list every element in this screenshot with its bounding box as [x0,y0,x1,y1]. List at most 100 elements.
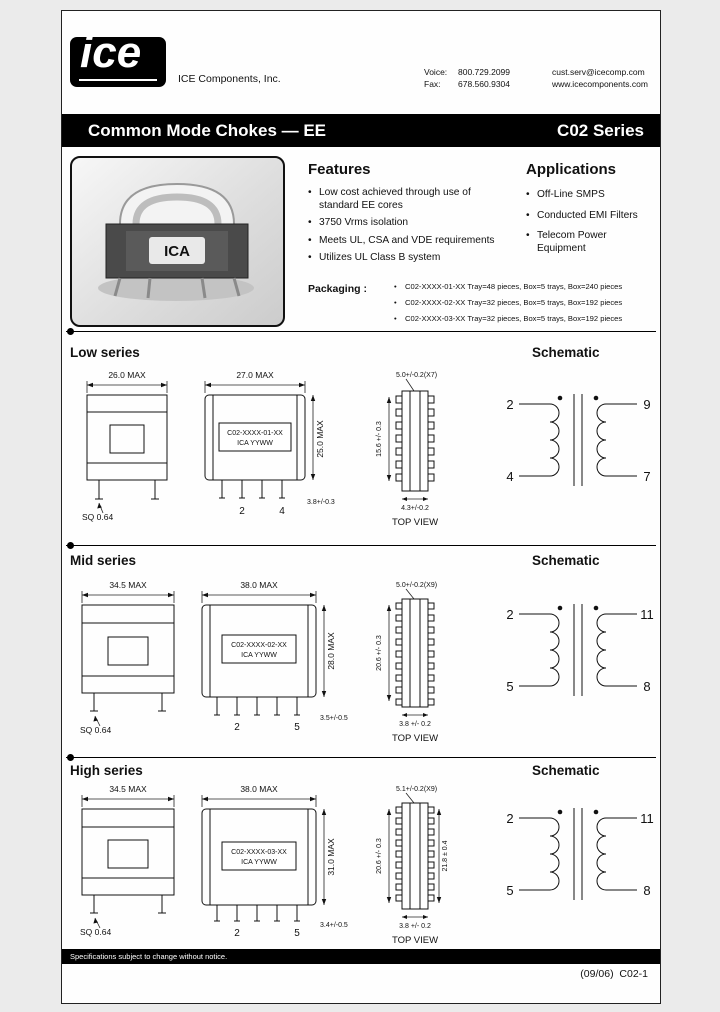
fax-number: 678.560.9304 [458,79,510,89]
top-view-drawing: 5.1+/-0.2(X9) 20.6 +/- 0.3 21.8 ± 0.4 3.… [376,786,449,946]
schematic-pin-label: 5 [506,679,513,694]
top-view-label: TOP VIEW [392,935,438,946]
side-view-drawing: 38.0 MAX C02-XXXX-03-XX ICA YYWW 31.0 MA… [201,784,348,939]
contact-web-block: cust.serv@icecomp.com www.icecomponents.… [552,66,648,90]
packaging-list: C02-XXXX-01-XX Tray=48 pieces, Box=5 tra… [394,279,656,327]
section-divider [66,542,656,549]
application-item: Telecom Power Equipment [526,230,658,255]
contact-phone-block: Voice:800.729.2099 Fax:678.560.9304 [424,66,510,90]
pin-number-label: 2 [234,722,240,733]
front-pin-size-label: SQ 0.64 [82,512,113,522]
side-width-dim: 38.0 MAX [240,580,278,590]
divider-dot [67,328,74,335]
side-width-dim: 27.0 MAX [236,370,274,380]
top-view-height-dim-2: 21.8 ± 0.4 [442,840,449,871]
pad-pitch-dim: 5.1+/-0.2(X9) [396,786,437,793]
features-heading: Features [308,161,371,178]
pin-number-label: 5 [294,722,300,733]
title-bar: Common Mode Chokes — EE C02 Series [62,114,660,147]
front-width-dim: 26.0 MAX [108,370,146,380]
top-view-label: TOP VIEW [392,517,438,528]
schematic-pin-label: 5 [506,883,513,898]
front-width-dim: 34.5 MAX [109,580,147,590]
section-title-low: Low series [70,345,140,360]
top-view-width-dim: 3.8 +/- 0.2 [399,923,431,930]
voice-label: Voice: [424,67,448,77]
features-list: Low cost achieved through use of standar… [308,187,508,270]
footer-note: Specifications subject to change without… [70,952,228,961]
ice-logo: ice [70,37,166,87]
schematic-pin-label: 11 [640,811,654,826]
divider-dot [67,542,74,549]
schematic-drawing: 2 5 11 8 [506,808,654,900]
feature-item: Utilizes UL Class B system [308,252,508,265]
top-view-width-dim: 4.3+/-0.2 [401,505,429,512]
schematic-heading-low: Schematic [532,345,600,360]
front-view-drawing: 34.5 MAX SQ 0.64 [80,784,175,937]
section-title-high: High series [70,763,143,778]
feature-item: 3750 Vrms isolation [308,217,508,230]
part-number-label: C02-XXXX-01-XX [227,430,283,437]
front-pin-size-label: SQ 0.64 [80,927,111,937]
schematic-pin-label: 7 [643,469,650,484]
fax-label: Fax: [424,79,441,89]
schematic-drawing: 2 5 11 8 [506,604,654,696]
ice-logo-text: ice [80,37,142,77]
top-view-label: TOP VIEW [392,733,438,744]
section-title-mid: Mid series [70,553,137,568]
schematic-heading-mid: Schematic [532,553,600,568]
series-title: C02 Series [557,120,644,140]
schematic-pin-label: 2 [506,811,513,826]
front-width-dim: 34.5 MAX [109,784,147,794]
pin-number-label: 2 [239,506,245,517]
section-divider [66,328,656,335]
company-name: ICE Components, Inc. [178,73,281,85]
schematic-pin-label: 9 [643,397,650,412]
application-item: Off-Line SMPS [526,189,658,202]
applications-heading: Applications [526,161,617,178]
schematic-pin-label: 11 [640,607,654,622]
packaging-item: C02-XXXX-01-XX Tray=48 pieces, Box=5 tra… [394,279,656,295]
schematic-pin-label: 2 [506,397,513,412]
schematic-pin-label: 2 [506,607,513,622]
top-view-height-dim: 20.6 +/- 0.3 [376,838,383,874]
feature-item: Low cost achieved through use of standar… [308,187,508,212]
schematic-pin-label: 4 [506,469,513,484]
application-item: Conducted EMI Filters [526,210,658,223]
section-divider [66,754,656,761]
high-series-drawing: 34.5 MAX SQ 0.64 38.0 MAX C02-XXXX-03-XX… [80,784,654,946]
brand-line-label: ICA YYWW [237,440,273,447]
brand-line-label: ICA YYWW [241,859,277,866]
side-view-drawing: 38.0 MAX C02-XXXX-02-XX ICA YYWW 28.0 MA… [201,580,348,733]
packaging-item: C02-XXXX-03-XX Tray=32 pieces, Box=5 tra… [394,311,656,327]
footer-bar: Specifications subject to change without… [62,949,660,964]
schematic-drawing: 2 4 9 7 [506,394,651,486]
pin-number-label: 2 [234,928,240,939]
packaging-label: Packaging : [308,283,367,295]
pin-spacing-dim: 3.5+/-0.5 [320,715,348,722]
side-height-dim: 28.0 MAX [326,632,336,670]
side-view-drawing: 27.0 MAX C02-XXXX-01-XX ICA YYWW 25.0 MA… [204,370,335,517]
divider-dot [67,754,74,761]
applications-list: Off-Line SMPS Conducted EMI Filters Tele… [526,189,658,263]
low-series-drawing: 26.0 MAX SQ 0.64 27.0 MAX C02-XXXX-01-XX… [82,370,651,528]
side-height-dim: 31.0 MAX [326,838,336,876]
feature-item: Meets UL, CSA and VDE requirements [308,235,508,248]
part-number-label: C02-XXXX-02-XX [231,642,287,649]
pin-number-label: 4 [279,506,285,517]
top-view-drawing: 5.0+/-0.2(X7) 15.6 +/- 0.3 4.3+/-0.2 TOP… [376,372,438,528]
contact-email: cust.serv@icecomp.com [552,67,645,77]
page-frame: ice ICE Components, Inc. Voice:800.729.2… [61,10,661,1004]
top-view-height-dim: 20.6 +/- 0.3 [376,635,383,671]
mid-series-drawing: 34.5 MAX SQ 0.64 38.0 MAX C02-XXXX-02-XX… [80,580,654,744]
brand-line-label: ICA YYWW [241,652,277,659]
top-view-height-dim: 15.6 +/- 0.3 [376,421,383,457]
ice-logo-underline [79,79,157,81]
contact-website: www.icecomponents.com [552,79,648,89]
front-view-drawing: 34.5 MAX SQ 0.64 [80,580,175,735]
pad-pitch-dim: 5.0+/-0.2(X9) [396,582,437,589]
transformer-illustration: ICA [98,182,254,301]
pin-spacing-dim: 3.4+/-0.5 [320,922,348,929]
top-view-width-dim: 3.8 +/- 0.2 [399,721,431,728]
